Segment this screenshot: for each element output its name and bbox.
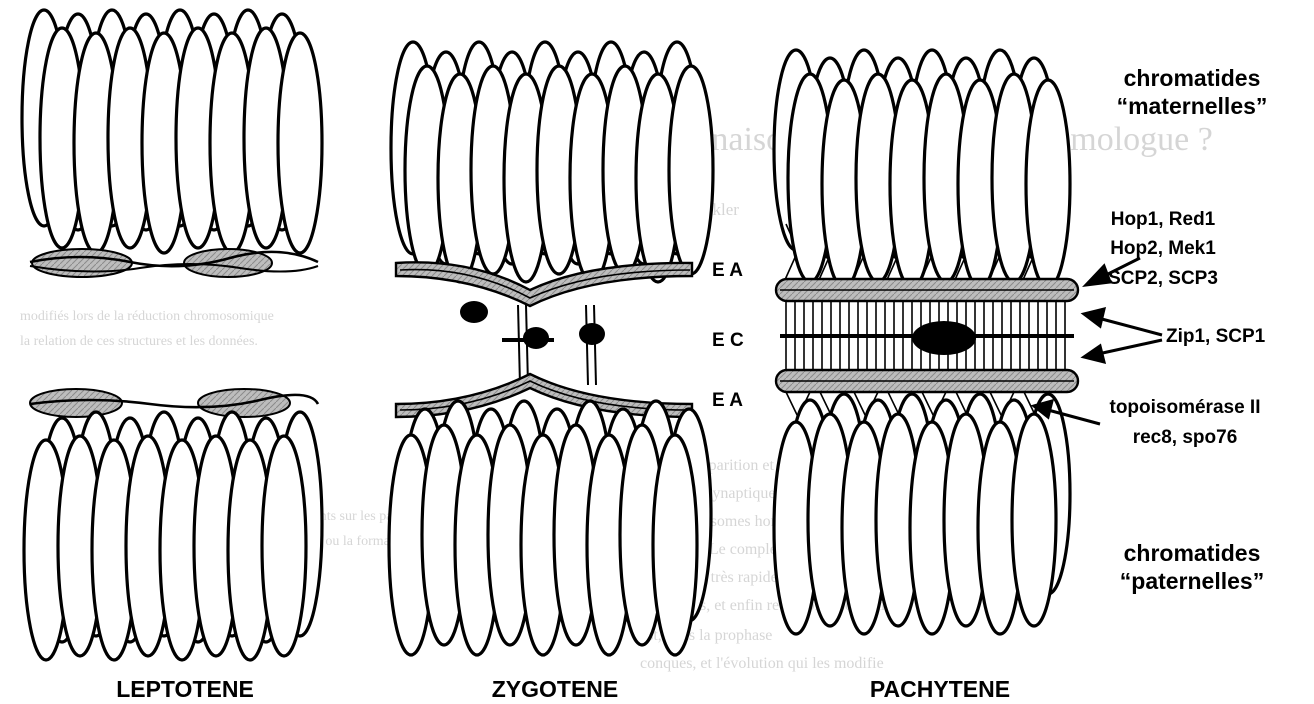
chromatin-loop [262,436,306,656]
axial-arrow-head [1086,266,1110,285]
zygotene-stage [389,42,713,655]
recombination-nodule [912,321,976,355]
cohesion-proteins-line1: topoisomérase II [1110,397,1261,418]
axial-proteins-line3: SCP2, SCP3 [1108,268,1218,289]
stage-label-zygotene: ZYGOTENE [492,676,619,702]
pachytene-stage [774,50,1078,634]
central-element-label: E C [712,330,744,351]
bleed-through-text-line: modifiés lors de la réduction chromosomi… [20,309,274,324]
maternal-chromatids-label-line2: “maternelles” [1117,93,1268,119]
axial-element-thickening [32,249,132,277]
recombination-nodule [460,301,488,323]
axial-element-label-bottom: E A [712,390,743,411]
central-arrow-head-top [1084,309,1104,326]
stage-label-pachytene: PACHYTENE [870,676,1010,702]
chromatin-loop [278,33,322,253]
recombination-nodule [523,327,549,349]
chromatin-loop [669,66,713,274]
axial-element-top [396,262,692,306]
transverse-filament [518,305,520,385]
paternal-chromatids-label-line1: chromatides [1124,540,1261,566]
paternal-chromatids-label-line2: “paternelles” [1120,568,1264,594]
axial-proteins-line2: Hop2, Mek1 [1110,238,1216,259]
transverse-filament [594,305,596,385]
central-arrow-head-bottom [1084,346,1104,362]
maternal-chromatids-label-line1: chromatides [1124,65,1261,91]
bleed-through-text-line: conques, et l'évolution qui les modifie [640,655,884,672]
central-proteins-label: Zip1, SCP1 [1166,326,1266,347]
axial-proteins-line1: Hop1, Red1 [1111,209,1216,230]
chromatin-loop [1012,414,1056,626]
bleed-through-text-line: la relation de ces structures et les don… [20,334,258,349]
chromatin-loop [653,435,697,655]
central-arrow-line-bottom [1098,340,1162,354]
chromatin-loop [1026,80,1070,288]
cohesion-proteins-line2: rec8, spo76 [1133,427,1238,448]
stage-label-leptotene: LEPTOTENE [116,676,254,702]
central-arrow-line-top [1098,318,1162,335]
axial-element-label-top: E A [712,260,743,281]
recombination-nodule [579,323,605,345]
transverse-filament [586,305,588,385]
